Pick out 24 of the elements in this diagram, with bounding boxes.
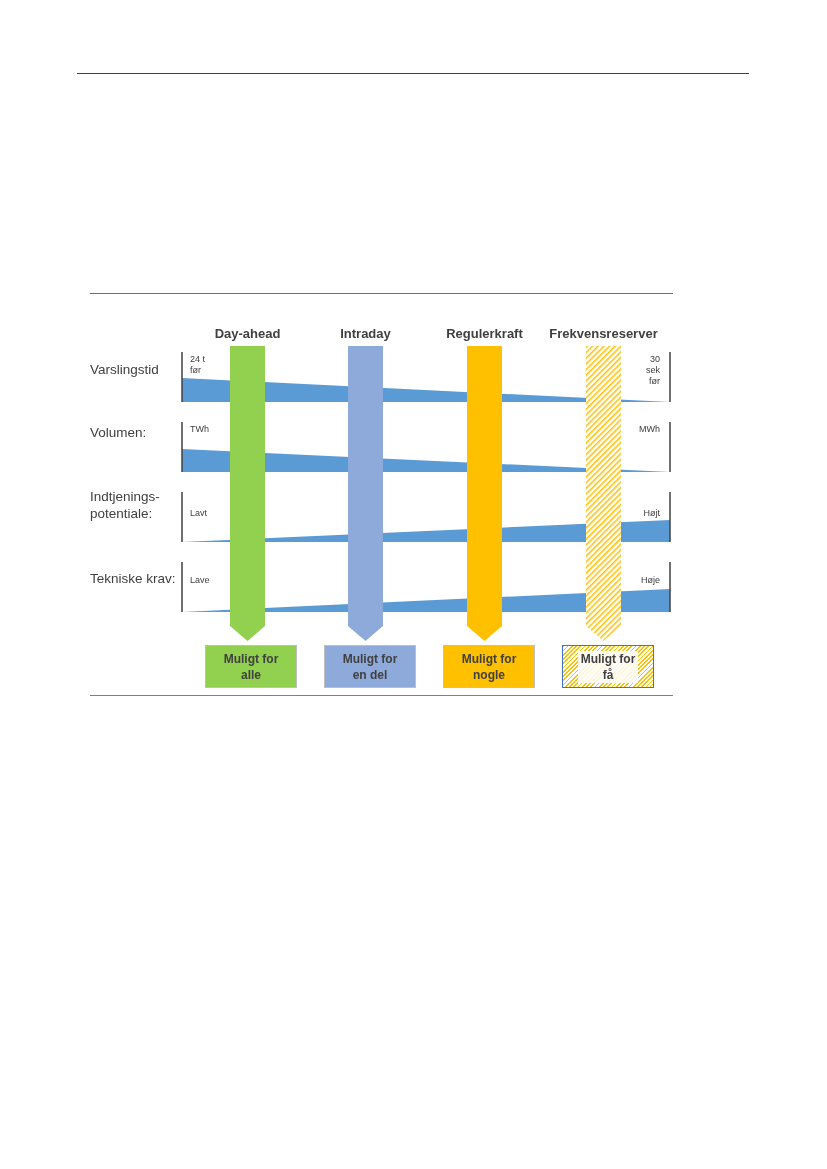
- result-text: Muligt for en del: [341, 650, 399, 683]
- scale-end-label: MWh: [638, 424, 660, 435]
- row-label: Indtjenings-potentiale:: [90, 488, 161, 522]
- row-label: Tekniske krav:: [90, 570, 177, 587]
- scale-end-label: 30 sek før: [645, 354, 660, 387]
- scale-start-label: Lavt: [190, 508, 208, 519]
- result-box: [324, 645, 416, 688]
- scale-end-label: Høje: [640, 575, 660, 586]
- result-text: Muligt for alle: [222, 650, 280, 683]
- column-heading: Frekvensreserver: [548, 326, 659, 341]
- scale-start-label: 24 t før: [190, 354, 206, 376]
- row-label: Varslingstid: [90, 361, 160, 378]
- result-box: [562, 645, 654, 688]
- result-text: Muligt for få: [578, 650, 638, 683]
- row-label: Volumen:: [90, 424, 148, 441]
- result-box: [443, 645, 535, 688]
- scale-end-label: Højt: [642, 508, 660, 519]
- column-heading: Day-ahead: [213, 326, 282, 341]
- column-heading: Regulerkraft: [445, 326, 524, 341]
- column-heading: Intraday: [339, 326, 392, 341]
- result-text: Muligt for nogle: [460, 650, 518, 683]
- scale-start-label: TWh: [190, 424, 210, 435]
- scale-start-label: Lave: [190, 575, 211, 586]
- result-box: [205, 645, 297, 688]
